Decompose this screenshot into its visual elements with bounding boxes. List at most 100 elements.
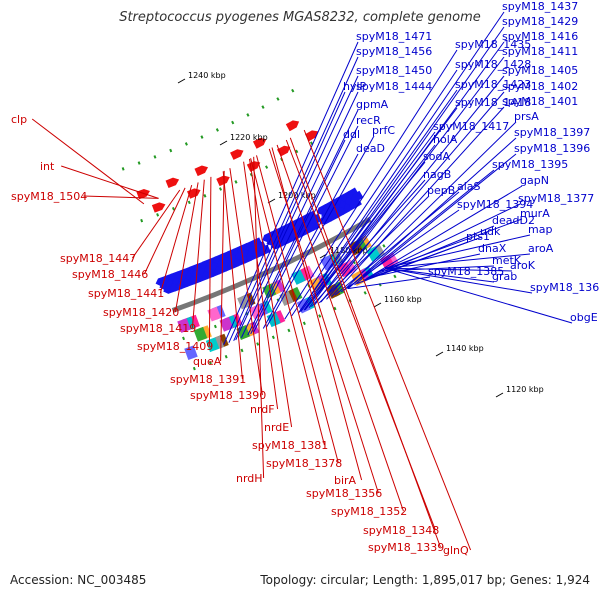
red-gene-arrow [305,130,319,142]
kbp-tick-mark [219,140,228,146]
inner-leader-line [174,182,199,313]
outer-gene-label: spyM18_1456 [356,45,432,58]
outer-gene-label: spyM18_1397 [514,126,590,139]
kbp-tick-label: 1240 kbp [188,71,226,80]
outer-gene-label: pts1 [466,230,490,243]
outer-gene-label: spyM18_1362 [530,281,600,294]
outer-gene-label: sodA [423,150,450,163]
outer-gene-label: spyM18_1417 [433,120,509,133]
outer-gene-label: spyM18_1395 [492,158,568,171]
outer-leader-line [240,91,359,338]
inner-gene-label: spyM18_1420 [103,306,179,319]
outer-leader-line [340,209,460,293]
topology-stats: Topology: circular; Length: 1,895,017 bp… [260,573,590,587]
outer-gene-label: spyM18_1429 [502,15,578,28]
colored-gene-block [193,326,208,342]
inner-leader-line [289,137,441,548]
kbp-tick-label: 1220 kbp [230,133,268,142]
inner-leader-line [268,148,379,494]
outer-leader-line [223,41,359,346]
red-gene-arrow [194,165,209,177]
colored-gene-block [184,345,198,361]
outer-gene-label: grab [492,270,517,283]
inner-gene-label: nrdF [250,403,275,416]
inner-gene-label: spyM18_1504 [11,190,87,203]
outer-leader-line [379,218,523,272]
inner-leader-line [208,176,212,347]
outer-leader-line [385,234,531,269]
kbp-tick-label: 1140 kbp [446,344,484,353]
outer-leader-line [304,144,436,311]
outer-gene-label: recR [356,114,381,127]
dotted-ring-0 [121,88,296,171]
colored-gene-block [177,318,191,333]
kbp-tick-label: 1160 kbp [384,295,422,304]
outer-gene-label: spyM18_1385 [428,265,504,278]
inner-gene-label: spyM18_1447 [60,252,136,265]
outer-gene-label: spyM18_1428 [455,58,531,71]
outer-leader-line [233,91,346,342]
inner-leader-line [191,179,205,329]
outer-gene-labels: spyM18_1437 spyM18_1429 spyM18_1471 spyM18_… [223,0,600,346]
outer-leader-line [291,69,458,317]
inner-gene-label: clp [11,113,27,126]
outer-leader-line [373,203,521,276]
outer-gene-label: spyM18_1416 [502,30,578,43]
outer-leader-line [367,253,481,279]
inner-gene-label: spyM18_1391 [170,373,246,386]
outer-gene-label: prfC [372,124,395,137]
inner-gene-label: spyM18_1409 [137,340,213,353]
inner-leader-line [143,187,186,275]
kbp-tick-mark [495,392,504,398]
inner-leader-line [249,158,293,428]
outer-gene-label: obgE [570,311,598,324]
red-gene-arrow [136,188,150,200]
outer-gene-label: spyM18_1471 [356,30,432,43]
inner-gene-label: spyM18_1378 [266,457,342,470]
outer-leader-line [265,135,375,328]
inner-leader-line [256,155,339,464]
red-gene-arrow [216,175,230,187]
outer-gene-label: hylP [343,80,367,93]
inner-gene-label: spyM18_1348 [363,524,439,537]
inner-leader-line [276,144,404,512]
outer-leader-line [247,109,359,336]
red-gene-arrow [252,137,267,149]
outer-gene-label: spyM18_1396 [514,142,590,155]
accession-text: Accession: NC_003485 [10,573,147,587]
outer-gene-label: spyM18_1437 [502,0,578,13]
kbp-tick-label: 1180 kbp [330,246,368,255]
blue-gene-arrow [351,190,364,202]
outer-gene-label: map [528,223,552,236]
outer-gene-label: deadD2 [492,214,535,227]
outer-leader-line [250,139,346,335]
inner-gene-label: int [40,160,55,173]
inner-leader-line [159,184,193,294]
colored-gene-block [207,306,222,322]
outer-leader-line [320,75,505,303]
inner-leader-line [250,158,325,446]
outer-gene-label: spyM18_1444 [356,80,432,93]
outer-leader-line [298,89,458,313]
outer-gene-label: ddl [343,128,360,141]
outer-leader-line [334,191,460,296]
red-gene-arrow [165,177,180,189]
outer-leader-line [311,179,426,308]
outer-gene-label: spyM18_1377 [518,192,594,205]
inner-gene-labels: clpintspyM18_1504spyM18_1447spyM18_1446s… [11,113,472,557]
outer-gene-label: gpmA [356,98,389,111]
outer-gene-label: gapN [520,174,549,187]
inner-leader-line [243,161,279,410]
outer-gene-label: spyM18_1402 [502,80,578,93]
outer-leader-line [385,253,531,269]
inner-leader-line [229,168,263,396]
colored-gene-block [219,316,234,332]
inner-gene-label: spyM18_1390 [190,389,266,402]
outer-gene-label: spyM18_1405 [502,64,578,77]
outer-leader-line [252,125,359,333]
inner-gene-label: spyM18_1381 [252,439,328,452]
outer-leader-line [284,49,458,320]
outer-leader-line [354,153,517,286]
